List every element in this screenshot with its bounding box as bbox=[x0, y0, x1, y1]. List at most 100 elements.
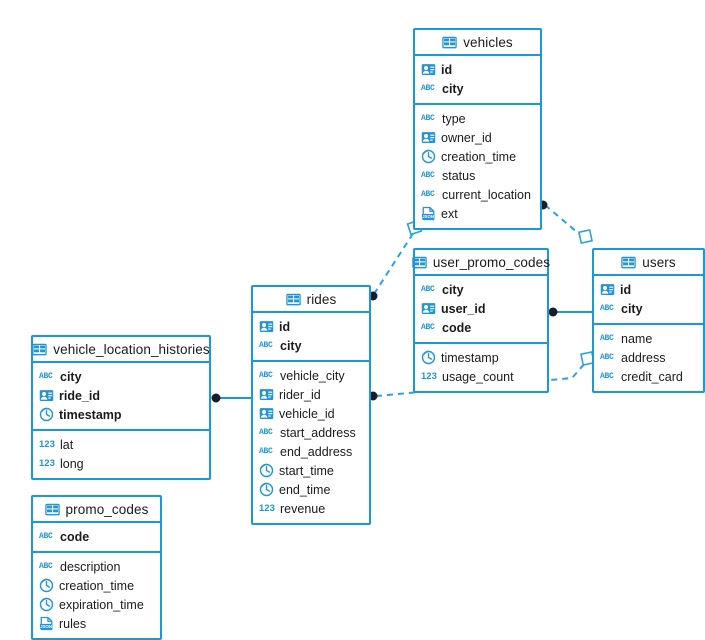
column-row[interactable]: timestamp bbox=[415, 348, 547, 367]
column-row[interactable]: end_time bbox=[253, 480, 369, 499]
column-row[interactable]: id bbox=[415, 60, 540, 79]
column-row[interactable]: rider_id bbox=[253, 385, 369, 404]
123-number-icon: 123 bbox=[421, 371, 437, 382]
json-document-icon: JSON bbox=[421, 206, 436, 221]
svg-text:JSON: JSON bbox=[422, 214, 434, 219]
abc-text-icon: ABC bbox=[600, 353, 614, 362]
table-header-promo_codes[interactable]: promo_codes bbox=[33, 497, 160, 523]
column-row[interactable]: vehicle_id bbox=[253, 404, 369, 423]
abc-text-icon: ABC bbox=[259, 341, 273, 350]
column-name: ext bbox=[441, 206, 458, 221]
abc-text-icon: ABC bbox=[39, 372, 53, 381]
column-row[interactable]: creation_time bbox=[33, 576, 160, 595]
contact-card-icon bbox=[259, 319, 274, 334]
clock-icon bbox=[421, 350, 436, 365]
column-name: end_time bbox=[279, 482, 331, 497]
column-row[interactable]: ABC address bbox=[594, 348, 703, 367]
column-row[interactable]: ABC start_address bbox=[253, 423, 369, 442]
column-row[interactable]: JSON ext bbox=[415, 204, 540, 223]
column-row[interactable]: creation_time bbox=[415, 147, 540, 166]
column-name: start_address bbox=[280, 425, 356, 440]
edge-vehicles-to-users[interactable] bbox=[538, 200, 593, 244]
column-name: ride_id bbox=[59, 388, 100, 403]
table-grid-icon bbox=[621, 255, 636, 270]
edge-upc-to-users[interactable] bbox=[548, 307, 594, 317]
table-header-rides[interactable]: rides bbox=[253, 287, 369, 313]
column-name: credit_card bbox=[621, 369, 683, 384]
table-title: vehicles bbox=[463, 34, 513, 50]
column-name: city bbox=[280, 338, 302, 353]
table-header-user_promo_codes[interactable]: user_promo_codes bbox=[412, 250, 551, 276]
column-name: lat bbox=[60, 437, 74, 452]
abc-text-icon: ABC bbox=[421, 323, 435, 332]
column-row[interactable]: ride_id bbox=[33, 386, 209, 405]
column-name: creation_time bbox=[59, 578, 135, 593]
abc-text-icon: ABC bbox=[259, 447, 273, 456]
column-name: timestamp bbox=[59, 407, 122, 422]
column-row[interactable]: owner_id bbox=[415, 128, 540, 147]
column-name: address bbox=[621, 350, 666, 365]
column-row[interactable]: ABC credit_card bbox=[594, 367, 703, 386]
column-row[interactable]: id bbox=[253, 317, 369, 336]
column-row[interactable]: expiration_time bbox=[33, 595, 160, 614]
abc-text-icon: ABC bbox=[600, 304, 614, 313]
table-header-vehicle_location_histories[interactable]: vehicle_location_histories bbox=[32, 337, 210, 363]
column-row[interactable]: start_time bbox=[253, 461, 369, 480]
edge-vlh-to-rides[interactable] bbox=[211, 393, 253, 403]
abc-text-icon: ABC bbox=[421, 285, 435, 294]
column-name: long bbox=[60, 456, 84, 471]
column-name: city bbox=[60, 369, 82, 384]
contact-card-icon bbox=[600, 282, 615, 297]
table-title: user_promo_codes bbox=[432, 254, 551, 270]
clock-icon bbox=[39, 597, 54, 612]
table-header-vehicles[interactable]: vehicles bbox=[415, 30, 540, 56]
column-name: timestamp bbox=[441, 350, 499, 365]
abc-text-icon: ABC bbox=[600, 372, 614, 381]
column-row[interactable]: timestamp bbox=[33, 405, 209, 424]
abc-text-icon: ABC bbox=[39, 562, 53, 571]
primary-key-columns-vehicle_location_histories: ABC city ride_id timestamp bbox=[33, 363, 209, 431]
contact-card-icon bbox=[259, 387, 274, 402]
table-title: rides bbox=[306, 291, 337, 307]
column-row[interactable]: user_id bbox=[415, 299, 547, 318]
table-title: vehicle_location_histories bbox=[53, 341, 210, 357]
abc-text-icon: ABC bbox=[600, 334, 614, 343]
column-name: status bbox=[442, 168, 476, 183]
abc-text-icon: ABC bbox=[259, 428, 273, 437]
column-row[interactable]: ABC city bbox=[253, 336, 369, 355]
table-grid-icon bbox=[285, 292, 301, 307]
column-name: city bbox=[442, 81, 464, 96]
column-row[interactable]: ABC city bbox=[33, 367, 209, 386]
table-header-users[interactable]: users bbox=[594, 250, 703, 276]
clock-icon bbox=[39, 578, 54, 593]
column-row[interactable]: id bbox=[594, 280, 703, 299]
